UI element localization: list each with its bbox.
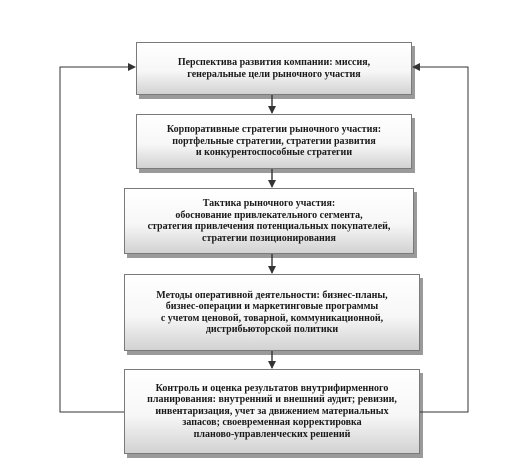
box-corporate-strategies: Корпоративные стратегии рыночного участи…: [136, 114, 412, 169]
box-company-development-perspective-text: Перспектива развития компании: миссия, г…: [177, 57, 371, 80]
box-control-and-evaluation-text: Контроль и оценка результатов внутрифирм…: [147, 382, 397, 440]
box-market-tactics-text: Тактика рыночного участия: обоснование п…: [147, 198, 391, 244]
box-operational-methods-text: Методы оперативной деятельности: бизнес-…: [156, 289, 388, 336]
feedback-loop-right: [412, 63, 469, 413]
box-market-tactics: Тактика рыночного участия: обоснование п…: [124, 188, 414, 254]
box-corporate-strategies-text: Корпоративные стратегии рыночного участи…: [166, 124, 382, 159]
box-operational-methods: Методы оперативной деятельности: бизнес-…: [124, 274, 420, 351]
box-company-development-perspective: Перспектива развития компании: миссия, г…: [136, 42, 412, 95]
box-control-and-evaluation: Контроль и оценка результатов внутрифирм…: [124, 369, 420, 454]
